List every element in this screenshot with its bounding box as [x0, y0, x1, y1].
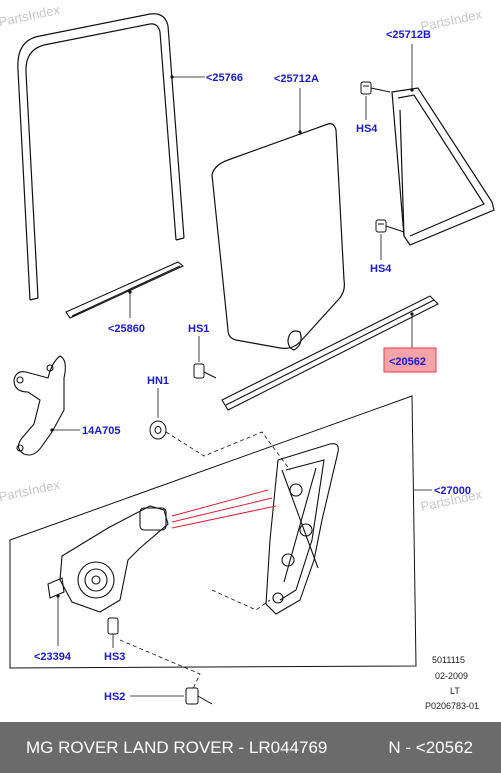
- glass-run-channel: [17, 13, 185, 301]
- leader-dot: [170, 75, 174, 79]
- callout-hn1: HN1: [147, 375, 169, 387]
- window-motor: [47, 505, 169, 613]
- meta-line-2: 02-2009: [435, 671, 468, 681]
- callout-23394: <23394: [34, 651, 72, 663]
- watermark: PartsIndex: [0, 477, 62, 505]
- callout-hs4-bottom: HS4: [370, 263, 392, 275]
- leader-dot: [50, 428, 54, 432]
- parts-diagram: PartsIndex PartsIndex PartsIndex PartsIn…: [0, 2, 495, 711]
- callout-hs2: HS2: [104, 691, 125, 703]
- footer-bar: MG ROVER LAND ROVER - LR044769 N - <2056…: [0, 722, 501, 773]
- screw-hs1: [193, 363, 217, 379]
- screw-hs4-bottom: [375, 219, 405, 233]
- callout-hs4-top: HS4: [356, 123, 378, 135]
- screw-hs3: [107, 617, 119, 635]
- callout-hs3: HS3: [104, 651, 125, 663]
- leader-dot: [410, 88, 414, 92]
- footer-brand: MG ROVER LAND ROVER - LR044769: [26, 737, 328, 757]
- quarter-glass: [391, 87, 495, 246]
- assembly-guides: [119, 431, 291, 696]
- assembly-boundary: [9, 395, 417, 669]
- belt-moulding-outer: [221, 295, 439, 411]
- meta-line-1: 5011115: [432, 655, 465, 665]
- meta-line-4: P0206783-01: [425, 701, 479, 711]
- callout-25766: <25766: [206, 72, 243, 84]
- leader-dot: [128, 290, 132, 294]
- nut-hn1: [149, 420, 167, 440]
- callout-20562[interactable]: <20562: [389, 356, 426, 368]
- screw-hs4-top: [360, 81, 391, 95]
- door-glass: [211, 123, 345, 351]
- mounting-bracket: [13, 355, 66, 456]
- belt-weatherstrip-inner: [65, 261, 185, 319]
- footer-part-number: N - <20562: [388, 737, 473, 757]
- leader-dot: [298, 130, 302, 134]
- callout-25712A: <25712A: [274, 73, 319, 85]
- callout-hs1: HS1: [188, 323, 209, 335]
- leader-dot: [410, 312, 414, 316]
- window-regulator: [265, 443, 339, 615]
- callout-25712B: <25712B: [386, 29, 431, 41]
- screw-hs2: [185, 687, 213, 705]
- highlight-box: [383, 347, 437, 373]
- callout-14A705: 14A705: [82, 425, 121, 437]
- motor-connection-lines: [171, 489, 277, 529]
- watermark: PartsIndex: [0, 2, 62, 30]
- meta-line-3: LT: [450, 686, 460, 696]
- leader-dot: [56, 594, 60, 598]
- callout-27000: <27000: [434, 485, 471, 497]
- callout-25860: <25860: [108, 323, 145, 335]
